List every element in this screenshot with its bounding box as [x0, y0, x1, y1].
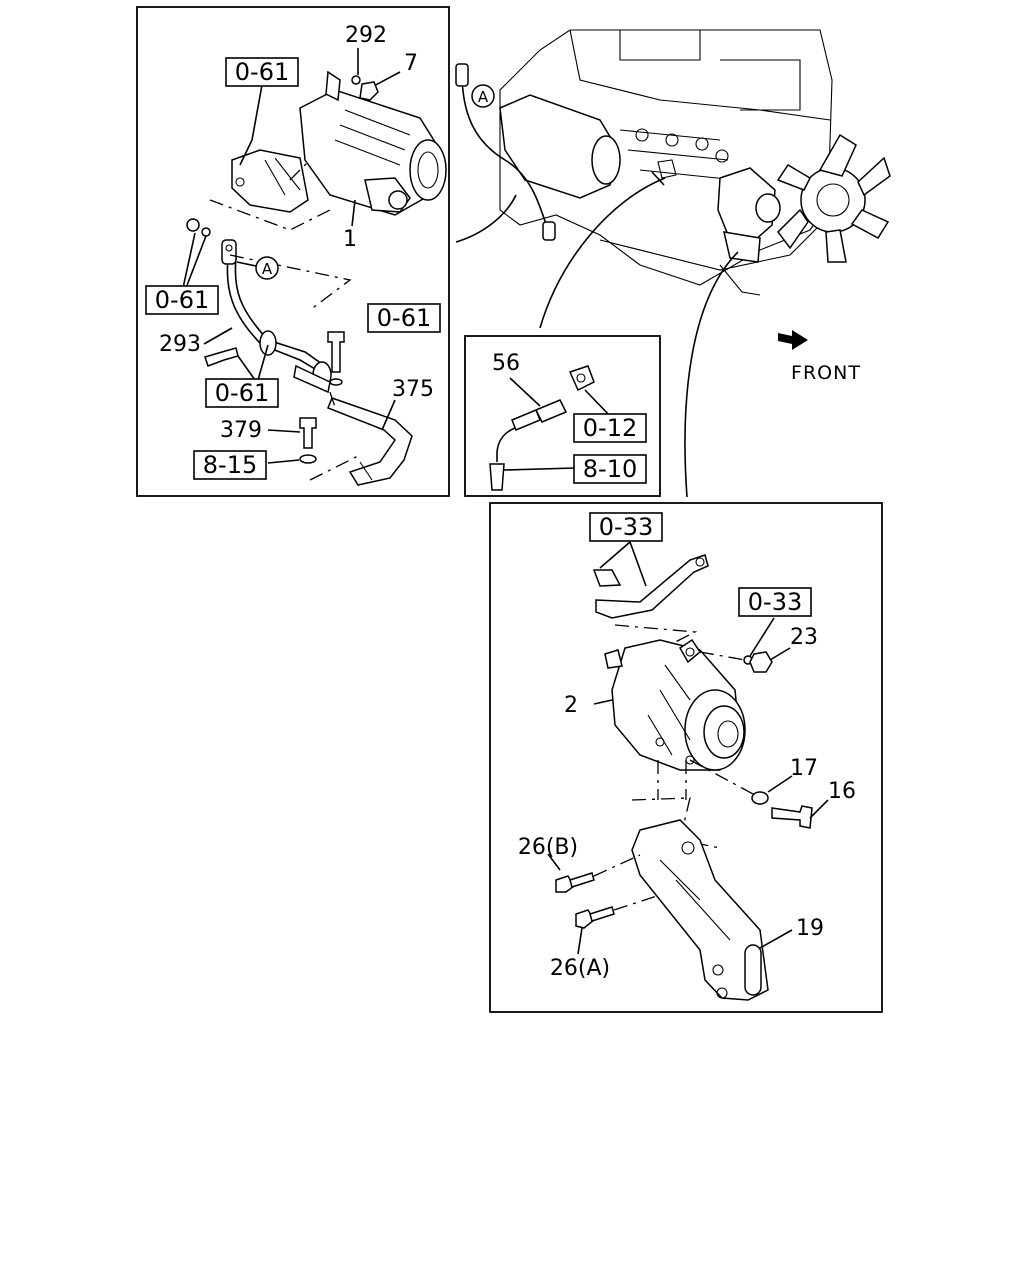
bolt-379-illustration — [299, 417, 317, 449]
bolt-illustration — [327, 331, 345, 373]
engine-marker-a: A — [478, 88, 489, 106]
ref-box — [589, 512, 663, 542]
starter-motor-illustration — [231, 70, 447, 216]
starter-panel-frame — [136, 6, 450, 497]
sensor-panel — [464, 335, 661, 497]
label-26b: 26(B) — [518, 835, 578, 860]
alternator-panel — [489, 502, 883, 1013]
label-23: 23 — [790, 625, 818, 650]
bolt-illustration — [204, 347, 239, 367]
ref-box — [738, 587, 812, 617]
alternator-panel-frame — [489, 502, 883, 1013]
leader-line — [182, 232, 207, 289]
nut-illustration — [568, 365, 595, 392]
starter-ref-0-61-c: 0-61 — [377, 304, 431, 332]
nut-23-illustration — [749, 651, 773, 673]
cooling-fan-illustration — [776, 133, 891, 263]
label-1: 1 — [343, 227, 357, 252]
marker-a — [471, 84, 495, 108]
label-17: 17 — [790, 756, 818, 781]
engine-view — [455, 29, 891, 498]
label-7: 7 — [404, 51, 418, 76]
starter-ref-0-61-d: 0-61 — [215, 379, 269, 407]
alternator-illustration — [604, 638, 746, 771]
sensor-panel-frame — [464, 335, 661, 497]
marker-a — [255, 256, 279, 280]
front-label: FRONT — [791, 362, 861, 384]
label-26a: 26(A) — [550, 956, 610, 981]
bracket-19-illustration — [631, 819, 769, 1001]
leader-line — [239, 84, 263, 166]
alternator-ref-0-33-a: 0-33 — [599, 513, 653, 541]
ref-box — [573, 454, 647, 484]
ref-box — [573, 413, 647, 443]
sensor-ref-0-12: 0-12 — [583, 414, 637, 442]
label-375: 375 — [392, 377, 434, 402]
cable-293-illustration — [221, 239, 332, 394]
label-293: 293 — [159, 332, 201, 357]
starter-ref-8-15: 8-15 — [203, 451, 257, 479]
terminal-illustration — [489, 463, 505, 491]
starter-marker-a: A — [262, 260, 273, 278]
ref-box — [225, 57, 299, 87]
starter-ref-0-61-b: 0-61 — [155, 286, 209, 314]
bolt-16-illustration — [771, 805, 813, 829]
sensor-ref-8-10: 8-10 — [583, 455, 637, 483]
label-292: 292 — [345, 23, 387, 48]
engine-starter-illustration — [499, 94, 619, 199]
starter-ref-0-61-a: 0-61 — [235, 58, 289, 86]
starter-panel — [136, 6, 450, 497]
label-2: 2 — [564, 693, 578, 718]
label-56: 56 — [492, 351, 520, 376]
label-16: 16 — [828, 779, 856, 804]
oring-17-illustration — [751, 791, 769, 805]
front-arrow-icon — [778, 330, 808, 350]
alternator-ref-0-33-b: 0-33 — [748, 588, 802, 616]
sensor-56-illustration — [534, 399, 568, 423]
ref-box — [367, 303, 441, 333]
engine-alternator-illustration — [717, 167, 776, 241]
label-379: 379 — [220, 418, 262, 443]
ref-box — [193, 450, 267, 480]
ref-box — [145, 285, 219, 315]
bracket-375-illustration — [327, 397, 413, 486]
ref-box — [205, 378, 279, 408]
label-19: 19 — [796, 916, 824, 941]
brace-illustration — [595, 554, 709, 619]
